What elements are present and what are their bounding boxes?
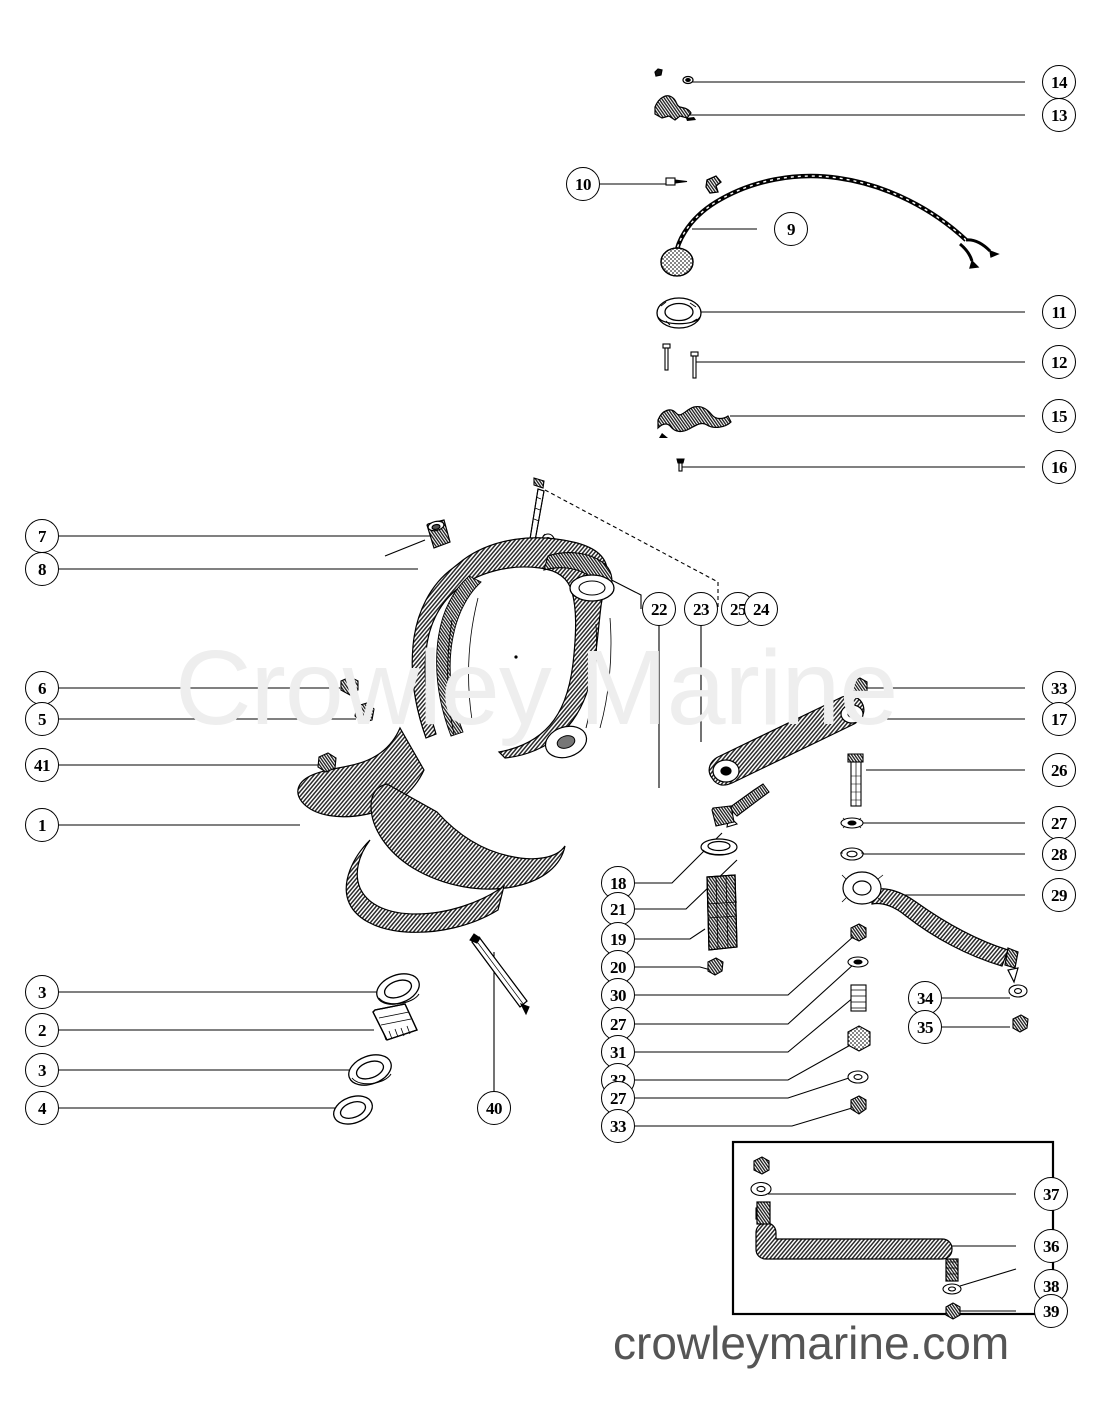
callout-11[interactable]: 11	[1042, 295, 1076, 329]
callout-14[interactable]: 14	[1042, 65, 1076, 99]
callout-41[interactable]: 41	[25, 748, 59, 782]
callout-12[interactable]: 12	[1042, 345, 1076, 379]
callout-34[interactable]: 34	[908, 981, 942, 1015]
callout-36[interactable]: 36	[1034, 1229, 1068, 1263]
callout-13[interactable]: 13	[1042, 98, 1076, 132]
callout-26[interactable]: 26	[1042, 753, 1076, 787]
callout-40[interactable]: 40	[477, 1091, 511, 1125]
callout-17[interactable]: 17	[1042, 702, 1076, 736]
callout-4[interactable]: 4	[25, 1091, 59, 1125]
callout-2[interactable]: 2	[25, 1013, 59, 1047]
callout-9[interactable]: 9	[774, 212, 808, 246]
callout-37[interactable]: 37	[1034, 1177, 1068, 1211]
callout-33[interactable]: 33	[1042, 671, 1076, 705]
callout-24[interactable]: 24	[744, 592, 778, 626]
callout-8[interactable]: 8	[25, 552, 59, 586]
callout-30[interactable]: 30	[601, 978, 635, 1012]
callout-27[interactable]: 27	[1042, 806, 1076, 840]
callout-29[interactable]: 29	[1042, 878, 1076, 912]
callout-5[interactable]: 5	[25, 702, 59, 736]
callout-21[interactable]: 21	[601, 892, 635, 926]
callout-7[interactable]: 7	[25, 519, 59, 553]
callout-28[interactable]: 28	[1042, 837, 1076, 871]
callout-27[interactable]: 27	[601, 1007, 635, 1041]
callout-1[interactable]: 1	[25, 808, 59, 842]
callout-15[interactable]: 15	[1042, 399, 1076, 433]
callout-3[interactable]: 3	[25, 975, 59, 1009]
callout-10[interactable]: 10	[566, 167, 600, 201]
callout-23[interactable]: 23	[684, 592, 718, 626]
callout-16[interactable]: 16	[1042, 450, 1076, 484]
callout-33[interactable]: 33	[601, 1109, 635, 1143]
callout-35[interactable]: 35	[908, 1010, 942, 1044]
callout-6[interactable]: 6	[25, 671, 59, 705]
callout-39[interactable]: 39	[1034, 1294, 1068, 1328]
callout-3[interactable]: 3	[25, 1053, 59, 1087]
callout-22[interactable]: 22	[642, 592, 676, 626]
